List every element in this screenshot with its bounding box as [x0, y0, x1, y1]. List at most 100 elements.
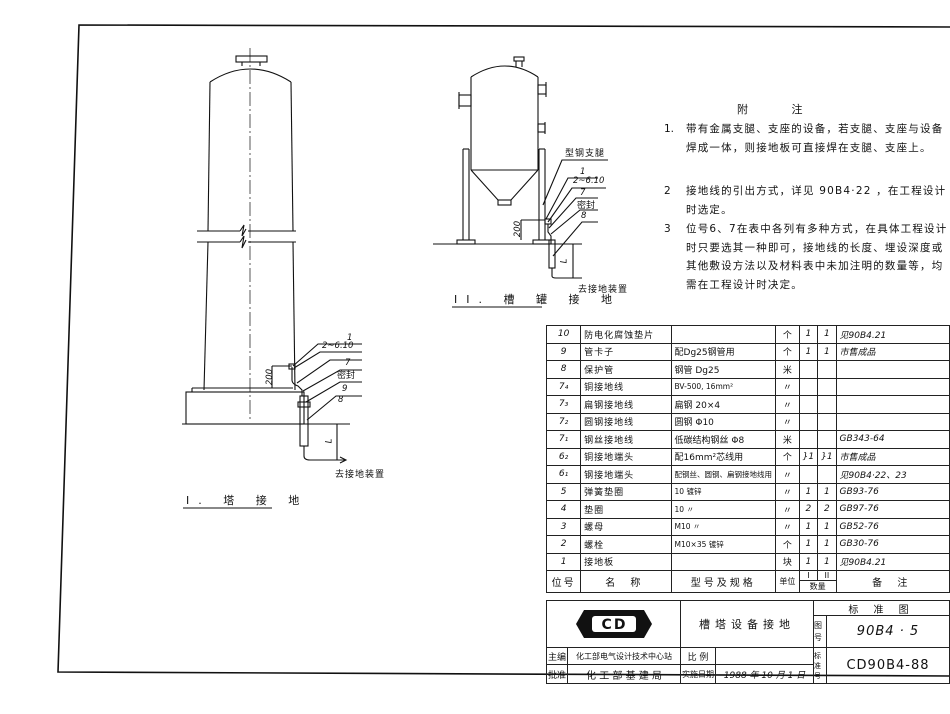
- cell-unit: 〃: [775, 517, 800, 536]
- cell-q2: [817, 395, 837, 414]
- note-text: 带有金属支腿、支座的设备，若支腿、支座与设备焊成一体，则接地板可直接焊在支腿、支…: [686, 123, 944, 154]
- cell-q2: [817, 412, 837, 431]
- cell-spec: 钢管 Dg25: [670, 360, 777, 379]
- logo-cell: CD: [546, 600, 681, 648]
- cell-no: 7₄: [545, 377, 582, 396]
- cell-q1: [798, 430, 819, 449]
- cell-name: 管卡子: [580, 342, 672, 361]
- tower-caption: I. 塔 接 地: [186, 494, 309, 507]
- cell-name: 圆钢接地线: [580, 412, 672, 431]
- cell-name: 铜接地端头: [580, 447, 672, 466]
- cell-no: 6₂: [545, 447, 582, 466]
- tank-dimension-200: 200: [513, 220, 524, 238]
- tower-callout-2-6-10: 2~6.10: [322, 341, 354, 351]
- standard-label: 标 准 图: [813, 600, 950, 616]
- cell-q2: [817, 465, 837, 484]
- cell-spec: 配16mm²芯线用: [670, 447, 777, 466]
- note-2: 2 接地线的引出方式，详见 90B4·22 ，在工程设计时选定。: [664, 182, 950, 219]
- standard-number: CD90B4-88: [826, 647, 950, 684]
- cell-q2: 2: [817, 500, 837, 519]
- cell-no: 3: [545, 517, 582, 536]
- cell-remark: GB97-76: [835, 500, 950, 519]
- cell-remark: 见90B4.21: [835, 325, 950, 344]
- title-block: CD 槽塔设备接地 标 准 图 图号 90B4 · 5 主编 化工部电气设计技术…: [546, 600, 950, 684]
- materials-table-header: 位号 名 称 型号及规格 单位 I II 数量 备 注: [545, 570, 950, 593]
- cell-remark: 市售成品: [835, 447, 950, 466]
- header-remark: 备 注: [835, 570, 950, 593]
- note-number: 3: [664, 223, 671, 235]
- cell-unit: 〃: [775, 465, 800, 484]
- cell-remark: [835, 377, 950, 396]
- std-no-label: 标准号: [813, 647, 827, 684]
- note-text: 接地线的引出方式，详见 90B4·22 ，在工程设计时选定。: [686, 185, 947, 216]
- cd-logo-icon: [575, 610, 652, 638]
- frame-border: [57, 24, 950, 677]
- tower-callout-9: 9: [342, 384, 348, 394]
- note-3: 3 位号6、7在表中各列有多种方式，在具体工程设计时只要选其一种即可，接地线的长…: [664, 220, 950, 294]
- cell-q2: 1: [817, 517, 837, 536]
- cell-remark: GB52-76: [835, 517, 950, 536]
- cell-q2: 1: [817, 535, 837, 554]
- cell-remark: GB30-76: [835, 535, 950, 554]
- cell-no: 7₁: [545, 430, 582, 449]
- cell-spec: [670, 325, 777, 344]
- cell-no: 2: [545, 535, 582, 554]
- tower-destination-label: 去接地装置: [335, 470, 386, 480]
- cell-unit: 米: [775, 430, 800, 449]
- effective-date-label: 实施日期: [680, 664, 716, 684]
- cell-q2: 1: [817, 552, 837, 571]
- cell-remark: [835, 412, 950, 431]
- logo-text: CD: [601, 617, 628, 633]
- cell-spec: M10×35 镀锌: [670, 535, 777, 554]
- cell-remark: GB93-76: [835, 482, 950, 501]
- cell-remark: 见90B4.21: [835, 552, 950, 571]
- scale-value: [715, 647, 814, 665]
- cell-remark: [835, 360, 950, 379]
- chief-editor-label: 主编: [546, 647, 568, 665]
- tank-callout-7: 7: [580, 188, 586, 198]
- tank-callout-2-6-10: 2~6.10: [573, 176, 605, 186]
- header-spec: 型号及规格: [670, 570, 777, 593]
- cell-unit: 个: [775, 342, 800, 361]
- cell-unit: 个: [775, 325, 800, 344]
- cell-unit: 个: [775, 535, 800, 554]
- cell-spec: 配Dg25钢管用: [670, 342, 777, 361]
- header-quantity: I II 数量: [798, 570, 837, 593]
- cell-q2: 1: [817, 342, 837, 361]
- cell-name: 垫圈: [580, 500, 672, 519]
- cell-no: 7₂: [545, 412, 582, 431]
- tower-length-label: L: [324, 438, 335, 444]
- cell-q2: 1: [817, 325, 837, 344]
- tower-callout-1: 1: [347, 333, 353, 343]
- cell-unit: 〃: [775, 395, 800, 414]
- cell-spec: 扁钢 20×4: [670, 395, 777, 414]
- effective-date: 1988 年 10 月 1 日: [715, 664, 814, 684]
- note-number: 1.: [664, 123, 675, 135]
- drawing-no-label: 图号: [813, 615, 827, 648]
- tower-dimension-200: 200: [265, 368, 276, 386]
- cell-q1: 2: [798, 500, 819, 519]
- header-qty-label: 数量: [809, 582, 826, 591]
- cell-q1: 1: [798, 482, 819, 501]
- cell-spec: BV-500, 16mm²: [670, 377, 777, 396]
- approved-by: 化 工 部 基 建 局: [567, 664, 681, 684]
- cell-spec: 10 〃: [670, 500, 777, 519]
- cell-spec: 10 镀锌: [670, 482, 777, 501]
- cell-no: 1: [545, 552, 582, 571]
- cell-name: 弹簧垫圈: [580, 482, 672, 501]
- cell-name: 保护管: [580, 360, 672, 379]
- cell-remark: 见90B4·22、23: [835, 465, 950, 484]
- tank-support-label: 型钢支腿: [565, 149, 606, 159]
- cell-q1: 1: [798, 517, 819, 536]
- cell-no: 7₃: [545, 395, 582, 414]
- drawing-title: 槽塔设备接地: [680, 600, 814, 648]
